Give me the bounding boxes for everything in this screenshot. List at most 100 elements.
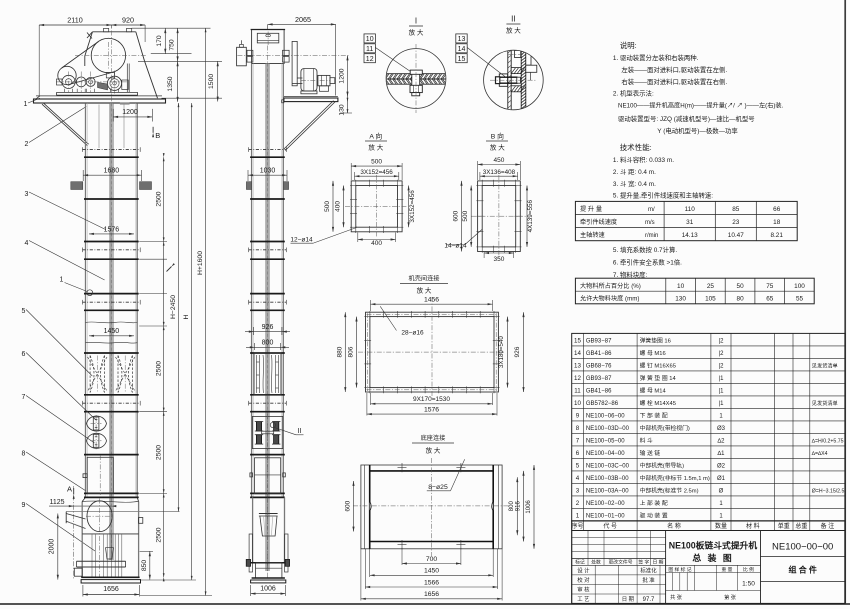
svg-text:1680: 1680 <box>104 167 120 174</box>
svg-text:14.13: 14.13 <box>682 232 698 239</box>
svg-text:1656: 1656 <box>103 586 119 593</box>
svg-text:2: 2 <box>25 141 29 148</box>
svg-text:H: H <box>183 314 190 319</box>
svg-text:签 字: 签 字 <box>638 559 649 566</box>
svg-text:H+1600: H+1600 <box>197 251 204 275</box>
svg-text:800: 800 <box>262 340 274 347</box>
svg-text:1450: 1450 <box>424 568 439 575</box>
svg-text:m/s: m/s <box>645 220 655 226</box>
svg-text:H−2450: H−2450 <box>170 295 177 319</box>
svg-text:1450: 1450 <box>104 328 120 335</box>
svg-text:第 张: 第 张 <box>724 593 737 601</box>
svg-text:916: 916 <box>516 501 522 512</box>
svg-text:右装——面对进料口,驱动装置在右侧.: 右装——面对进料口,驱动装置在右侧. <box>621 77 727 86</box>
svg-text:|1: |1 <box>719 376 725 382</box>
svg-text:500: 500 <box>371 159 382 166</box>
svg-text:放 大: 放 大 <box>368 143 383 152</box>
svg-text:105: 105 <box>705 296 716 303</box>
svg-text:1030: 1030 <box>260 167 276 174</box>
svg-text:2500: 2500 <box>155 527 162 542</box>
svg-text:Ø=H−3.15/2.5: Ø=H−3.15/2.5 <box>812 488 845 494</box>
svg-text:NE100−04−00: NE100−04−00 <box>586 451 625 457</box>
svg-text:设 计: 设 计 <box>577 566 590 574</box>
svg-text:放 大: 放 大 <box>506 26 521 35</box>
svg-text:螺 钉 M16X65: 螺 钉 M16X65 <box>640 361 676 369</box>
svg-text:1456: 1456 <box>424 297 439 304</box>
svg-text:8: 8 <box>22 451 26 458</box>
svg-text:2110: 2110 <box>67 16 82 25</box>
svg-text:1: 1 <box>719 413 723 419</box>
svg-text:GB5782−86: GB5782−86 <box>586 401 619 407</box>
svg-text:10: 10 <box>677 283 685 290</box>
svg-text:55: 55 <box>796 296 804 303</box>
svg-text:牵引件线速度: 牵引件线速度 <box>580 218 617 226</box>
svg-text:1200: 1200 <box>122 109 138 116</box>
svg-text:14: 14 <box>458 46 466 53</box>
svg-text:5: 5 <box>22 308 26 315</box>
svg-text:日 期: 日 期 <box>622 596 634 603</box>
svg-text:GB41−86: GB41−86 <box>586 388 612 394</box>
svg-text:500: 500 <box>324 201 331 212</box>
svg-text:130: 130 <box>675 296 686 303</box>
svg-text:放 大: 放 大 <box>417 286 432 295</box>
svg-text:100: 100 <box>794 283 805 290</box>
svg-text:3: 3 <box>25 191 29 198</box>
svg-text:标记: 标记 <box>575 559 585 566</box>
svg-text:600: 600 <box>453 210 460 221</box>
svg-text:螺 母 M16: 螺 母 M16 <box>640 349 666 357</box>
svg-text:880: 880 <box>336 346 343 357</box>
svg-text:NE100−03C−00: NE100−03C−00 <box>586 463 630 469</box>
svg-text:处数: 处数 <box>591 559 601 566</box>
svg-text:GB41−86: GB41−86 <box>586 351 612 357</box>
svg-text:校 对: 校 对 <box>577 576 590 584</box>
svg-text:3. 斗 宽: 0.4 m.: 3. 斗 宽: 0.4 m. <box>613 179 656 188</box>
svg-text:5. 提升量,牵引件线速度和主轴转速:: 5. 提升量,牵引件线速度和主轴转速: <box>613 191 713 200</box>
svg-text:10: 10 <box>366 36 374 43</box>
svg-text:10: 10 <box>574 400 581 407</box>
svg-text:2500: 2500 <box>155 361 162 376</box>
svg-text:B: B <box>155 131 160 140</box>
svg-text:批 准: 批 准 <box>642 576 655 584</box>
svg-text:单重: 单重 <box>778 522 790 530</box>
svg-text:螺 母 M14: 螺 母 M14 <box>640 386 667 394</box>
svg-text:GB93−87: GB93−87 <box>586 376 612 382</box>
svg-text:2065: 2065 <box>295 15 311 24</box>
svg-text:见发货清单: 见发货清单 <box>812 361 838 369</box>
svg-text:18: 18 <box>773 219 781 226</box>
svg-text:31: 31 <box>686 219 694 226</box>
svg-text:Ø: Ø <box>719 488 724 494</box>
svg-text:NE100−05−00: NE100−05−00 <box>586 438 625 444</box>
svg-text:75: 75 <box>766 283 774 290</box>
svg-text:2000: 2000 <box>48 539 55 555</box>
svg-text:25: 25 <box>707 283 715 290</box>
svg-text:审 核: 审 核 <box>577 586 590 594</box>
svg-text:800: 800 <box>509 501 515 512</box>
svg-text:6: 6 <box>576 450 580 457</box>
svg-text:下 部 装 配: 下 部 装 配 <box>640 411 668 419</box>
svg-text:∆1: ∆1 <box>717 450 725 457</box>
svg-text:∆2: ∆2 <box>717 437 725 444</box>
svg-text:1566: 1566 <box>424 579 439 586</box>
svg-text:13: 13 <box>458 36 466 43</box>
svg-text:NE100−01−00: NE100−01−00 <box>586 513 625 519</box>
svg-text:m/: m/ <box>648 207 655 213</box>
svg-text:23: 23 <box>732 219 740 226</box>
svg-text:驱动装置型号: JZQ (减速机型号)—速比—机型号: 驱动装置型号: JZQ (减速机型号)—速比—机型号 <box>618 114 755 123</box>
svg-text:中部机壳(标准节 2.5m): 中部机壳(标准节 2.5m) <box>640 486 699 494</box>
svg-text:∆=∆X4: ∆=∆X4 <box>812 451 828 457</box>
svg-text:日 期: 日 期 <box>653 560 664 566</box>
svg-text:上 部 装 配: 上 部 装 配 <box>640 499 668 507</box>
svg-text:重 量: 重 量 <box>722 566 733 573</box>
svg-text:1: 1 <box>24 101 28 108</box>
svg-text:65: 65 <box>766 296 774 303</box>
svg-text:8: 8 <box>576 425 580 432</box>
svg-text:130: 130 <box>339 104 346 116</box>
svg-text:1350: 1350 <box>167 76 174 91</box>
svg-text:170: 170 <box>156 35 163 47</box>
svg-text:驱 动 装 置: 驱 动 装 置 <box>640 511 668 519</box>
svg-text:2: 2 <box>576 500 580 507</box>
svg-text:弹 簧 垫 圈 14: 弹 簧 垫 圈 14 <box>640 374 677 382</box>
svg-text:28−ø16: 28−ø16 <box>401 330 424 337</box>
svg-text:2500: 2500 <box>155 445 162 460</box>
svg-text:12: 12 <box>574 375 581 382</box>
